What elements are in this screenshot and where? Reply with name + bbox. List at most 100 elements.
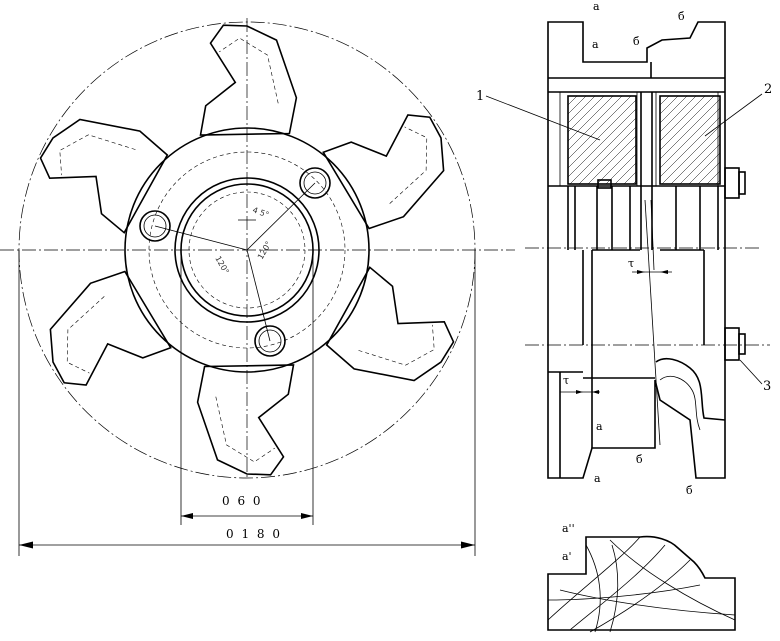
angle-label-45: 4 5° [251,205,270,219]
tooth-inner-contour [66,296,105,374]
hatch-line [761,96,780,184]
hatch-line [697,161,720,184]
angle-label-120-left: 120° [213,255,230,276]
hatch-line [660,96,688,124]
part1-block [567,95,637,185]
hatch-line [679,143,720,184]
hatch-line [568,96,569,97]
hatch-line [669,96,757,184]
hatch-line [596,144,636,184]
tooth-inner-contour [59,134,136,176]
hatch-line [660,96,697,133]
cutter-tooth [196,364,295,476]
label-b-bottom: б [636,453,643,466]
label-b-bottom-outer: б [686,484,693,497]
bore-dashed-circle [188,191,306,309]
bolt-lower [724,327,746,361]
cutter-tooth [325,266,455,382]
hatch-line [642,96,730,184]
bore-outer-circle [174,177,320,323]
front-view: 4 5° 120° 120° 0 6 0 0 1 8 0 [0,18,515,556]
bolt-upper [724,167,746,199]
hatch-line [587,135,636,184]
tooth-inner-contour [219,37,279,104]
profile-outline [547,535,736,631]
label-b-top-inner: б [633,35,640,48]
dimension-d60: 0 6 0 [181,494,313,519]
bolt-circle [148,151,346,349]
hatch-line [660,98,720,160]
label-a-top-inner: а [592,38,599,51]
hub-outer-circle [124,127,370,373]
hatch-line [660,96,748,184]
label-a-bottom: а [594,472,601,485]
cutter-tooth [199,24,298,136]
svg-text:τ: τ [563,374,569,387]
hatch-line [660,96,661,97]
hatch-line [568,96,596,124]
hatch-line [660,96,706,142]
hatch-line [670,134,720,184]
hatch-line [568,96,587,115]
hatch-line [660,96,715,151]
part2-block [659,95,721,185]
callout-1: 1 [476,89,601,141]
hatch-line [660,96,679,115]
hatch-line [568,96,632,160]
label-a-prime: а' [562,550,572,563]
label-b-top: б [678,10,685,23]
svg-text:3: 3 [763,379,771,394]
dimension-d180: 0 1 8 0 [19,527,475,549]
hatch-line [752,96,780,184]
cutter-tooth [49,270,172,386]
callout-2: 2 [704,82,772,137]
hatch-line [568,99,636,169]
hatch-line [678,96,766,184]
label-a-double-prime: а'' [562,522,575,535]
tau-mark-upper: τ [628,257,672,274]
hatch-line [723,96,780,184]
tooth-inner-contour [358,324,435,366]
cutter-tooth [322,114,445,230]
hatch-line [605,153,636,184]
svg-text:2: 2 [764,82,772,97]
hatch-line [688,152,720,184]
hatch-line [743,96,780,184]
tau-mark-lower: τ [560,374,600,394]
label-a-top: а [593,0,600,13]
tooth-inner-contour [389,126,428,204]
section-view: τ τ а а б б а а б б 1 2 3 [476,0,780,497]
cutter-tooth [39,118,169,234]
hatch-line [578,126,636,184]
svg-text:0 1 8 0: 0 1 8 0 [226,527,282,541]
hatch-line [696,96,780,184]
angle-label-120-right: 120° [256,240,273,261]
hatch-line [725,96,780,184]
hatch-line [568,96,605,133]
hatch-line [569,117,636,184]
hatch-line [660,107,720,169]
hatch-line [568,96,623,151]
tooth-inner-contour [215,396,275,463]
hatch-line [661,125,720,184]
hatch-line [632,180,636,184]
hatch-line [714,96,780,184]
callout-3: 3 [739,359,771,394]
hatch-line [770,96,780,184]
hatch-line [660,116,720,178]
cutter-teeth [39,24,455,476]
bolt-hole-bottom [254,325,286,357]
profile-detail: а'' а' [547,522,736,633]
bolt-hole-left [139,210,171,242]
hatch-line [568,96,578,106]
hatch-line [568,108,636,178]
bolt-hole-top-right [299,167,331,199]
svg-text:1: 1 [476,89,484,104]
hatch-line [687,96,775,184]
svg-text:0 6 0: 0 6 0 [222,494,263,508]
hatch-line [705,96,780,184]
hatch-line [568,96,614,142]
hatch-line [614,162,636,184]
svg-text:τ: τ [628,257,634,270]
